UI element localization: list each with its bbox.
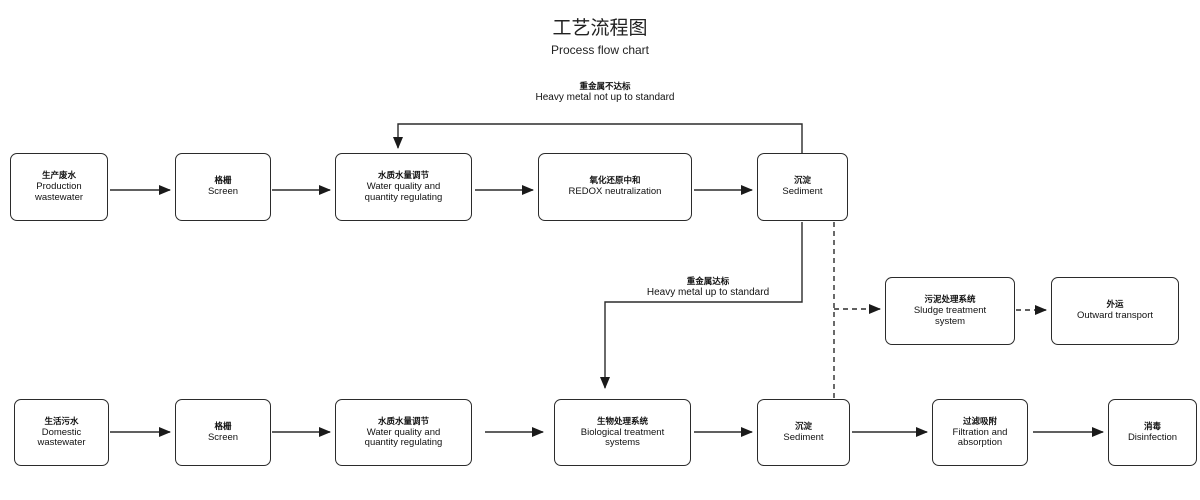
node-label-cn: 外运 <box>1106 300 1124 311</box>
node-label-cn: 生物处理系统 <box>596 416 648 427</box>
label-up-standard: 重金属达标 Heavy metal up to standard <box>608 277 808 299</box>
node-production-wastewater: 生产废水 Production wastewater <box>10 153 108 221</box>
node-label-en: Sediment <box>782 186 823 198</box>
label-not-standard-en: Heavy metal not up to standard <box>535 92 675 103</box>
node-regulating-1: 水质水量调节 Water quality and quantity regula… <box>335 153 472 221</box>
node-label-cn: 生活污水 <box>44 416 79 427</box>
diagram-title-cn: 工艺流程图 <box>552 17 648 39</box>
node-label-en: Domestic wastewater <box>37 426 86 448</box>
node-label-cn: 水质水量调节 <box>377 416 429 427</box>
node-biological-treatment: 生物处理系统 Biological treatment systems <box>554 399 691 466</box>
node-label-cn: 沉淀 <box>794 421 812 432</box>
node-label-cn: 氧化还原中和 <box>589 176 641 187</box>
node-label-cn: 水质水量调节 <box>377 171 429 181</box>
node-screen-2: 格栅 Screen <box>175 399 271 466</box>
label-not-standard: 重金属不达标 Heavy metal not up to standard <box>500 82 710 104</box>
label-up-standard-cn: 重金属达标 <box>686 277 730 287</box>
node-label-en: Screen <box>207 431 239 443</box>
node-label-cn: 沉淀 <box>793 176 811 187</box>
node-label-en: Production wastewater <box>34 181 84 203</box>
node-label-en: Water quality and quantity regulating <box>364 426 443 448</box>
arrow-up-standard <box>600 222 803 389</box>
node-disinfection: 消毒 Disinfection <box>1108 399 1197 466</box>
node-domestic-wastewater: 生活污水 Domestic wastewater <box>14 399 109 466</box>
diagram-title-en: Process flow chart <box>550 43 650 57</box>
node-label-en: Sediment <box>783 431 824 443</box>
node-label-cn: 格栅 <box>214 421 232 432</box>
node-filtration: 过滤吸附 Filtration and absorption <box>932 399 1028 466</box>
node-label-en: Screen <box>207 186 239 198</box>
node-label-en: Outward transport <box>1076 310 1154 322</box>
node-label-en: Filtration and absorption <box>952 426 1008 448</box>
node-sediment-2: 沉淀 Sediment <box>757 399 850 466</box>
node-label-en: Water quality and quantity regulating <box>364 181 443 203</box>
node-screen-1: 格栅 Screen <box>175 153 271 221</box>
node-label-cn: 过滤吸附 <box>962 416 997 427</box>
node-label-cn: 消毒 <box>1143 421 1161 432</box>
node-outward-transport: 外运 Outward transport <box>1051 277 1179 345</box>
node-label-en: REDOX neutralization <box>568 186 662 198</box>
node-redox: 氧化还原中和 REDOX neutralization <box>538 153 692 221</box>
node-label-en: Disinfection <box>1127 431 1178 443</box>
node-label-cn: 生产废水 <box>41 171 76 181</box>
node-label-en: Biological treatment systems <box>580 426 665 448</box>
node-regulating-2: 水质水量调节 Water quality and quantity regula… <box>335 399 472 466</box>
node-label-cn: 格栅 <box>214 176 232 187</box>
node-label-en: Sludge treatment system <box>913 305 987 327</box>
node-sediment-1: 沉淀 Sediment <box>757 153 848 221</box>
label-not-standard-cn: 重金属不达标 <box>579 82 631 92</box>
node-label-cn: 污泥处理系统 <box>924 295 976 305</box>
arrow-not-standard-loop <box>393 123 803 153</box>
label-up-standard-en: Heavy metal up to standard <box>646 287 770 298</box>
node-sludge-treatment: 污泥处理系统 Sludge treatment system <box>885 277 1015 345</box>
